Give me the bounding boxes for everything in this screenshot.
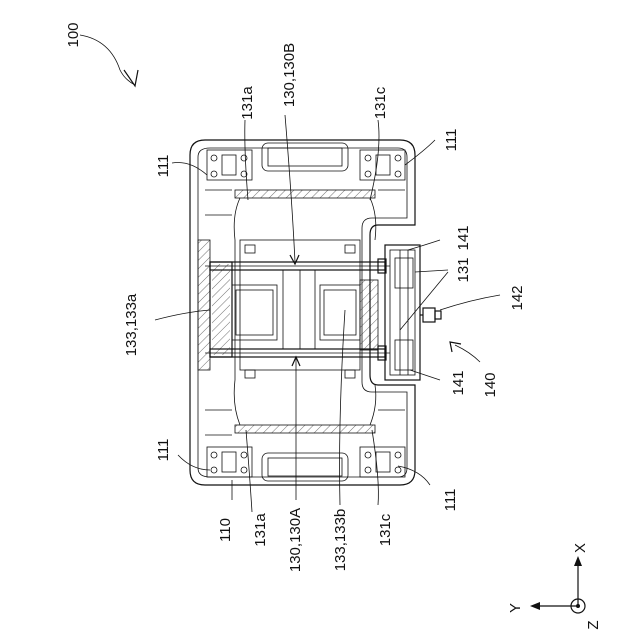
axis-label-y: Y <box>507 603 524 613</box>
reference-labels: 100 111 111 111 111 131a 131a 131c 131c … <box>65 22 602 629</box>
label-142: 142 <box>509 285 526 310</box>
label-140: 140 <box>482 372 499 397</box>
label-100: 100 <box>65 22 82 47</box>
label-111-top-right: 111 <box>443 129 460 152</box>
label-133-133b: 133,133b <box>332 509 349 572</box>
axis-indicator <box>530 556 585 613</box>
axis-label-z: Z <box>585 620 602 629</box>
label-131a-top: 131a <box>239 86 256 120</box>
label-111-top-left: 111 <box>155 155 172 178</box>
label-111-bottom-left: 111 <box>155 439 172 462</box>
label-131c-top: 131c <box>372 86 389 119</box>
corner-caster-bottom-left <box>207 447 252 477</box>
label-130-130B: 130,130B <box>281 43 298 107</box>
axis-label-x: X <box>572 543 589 553</box>
label-131c-bottom: 131c <box>377 513 394 546</box>
label-110: 110 <box>217 518 234 542</box>
label-141-bottom: 141 <box>450 370 467 395</box>
label-131: 131 <box>455 257 472 282</box>
label-133-133a: 133,133a <box>123 293 140 356</box>
label-111-bottom-right: 111 <box>442 489 459 512</box>
corner-caster-bottom-right <box>360 447 405 477</box>
label-141-top: 141 <box>455 225 472 250</box>
actuator-assembly <box>385 245 441 380</box>
label-130-130A: 130,130A <box>287 508 304 572</box>
label-131a-bottom: 131a <box>252 513 269 547</box>
corner-caster-top-right <box>360 150 405 180</box>
